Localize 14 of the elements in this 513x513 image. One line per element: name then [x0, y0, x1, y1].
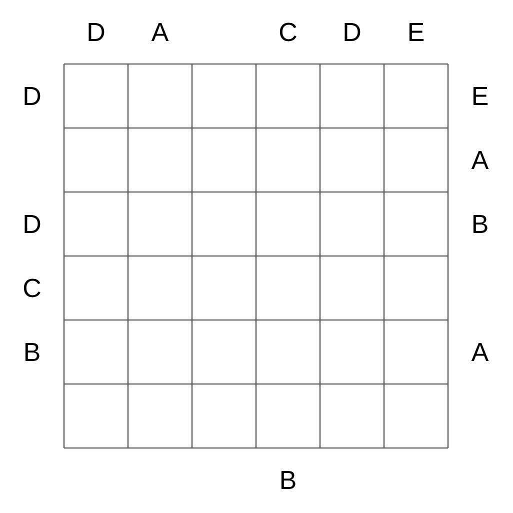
clue-letter: B: [473, 215, 488, 233]
clue-letter: D: [24, 87, 40, 105]
clue-letter: D: [24, 215, 40, 233]
clue-letter: A: [151, 23, 169, 41]
clue-letter: C: [24, 278, 40, 298]
clue-letter: B: [25, 343, 40, 361]
clue-letter: E: [409, 23, 424, 41]
clue-letter: C: [280, 22, 296, 42]
clue-letter: B: [281, 471, 296, 489]
clue-letter: A: [471, 151, 489, 169]
clue-letter: A: [471, 343, 489, 361]
clue-letter: D: [344, 23, 360, 41]
clue-letter: D: [88, 23, 104, 41]
clue-letter: E: [473, 87, 488, 105]
